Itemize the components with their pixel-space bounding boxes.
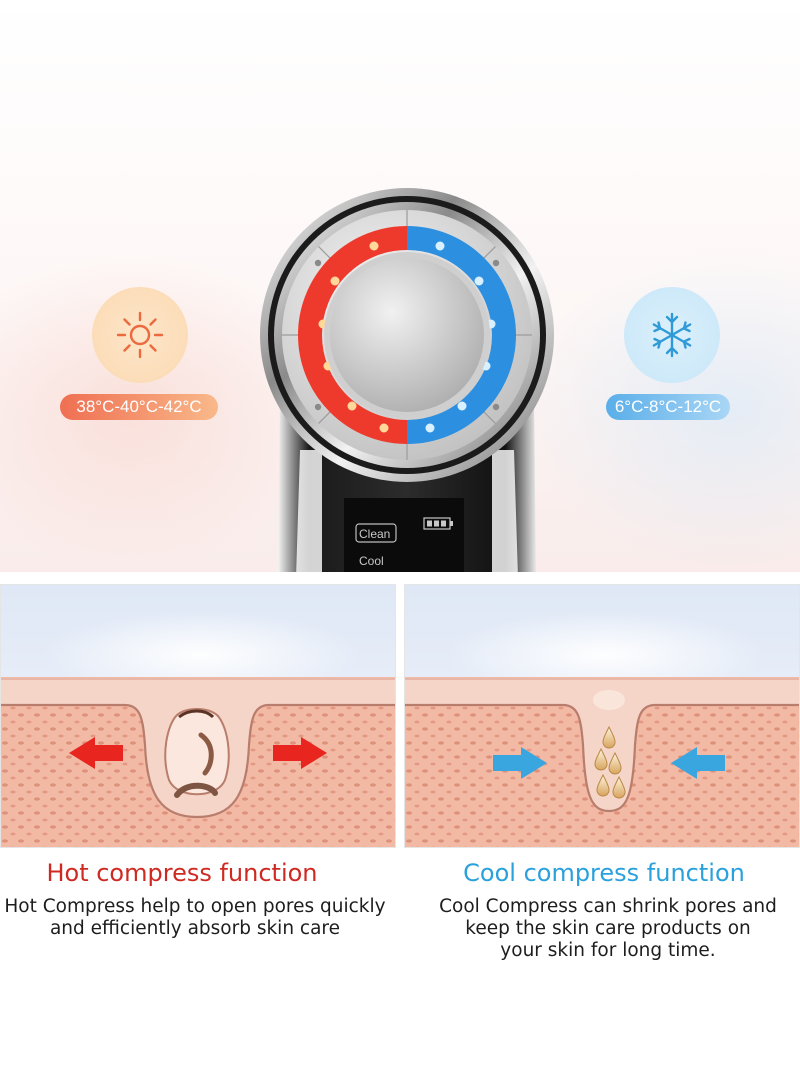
screen-mode-selected: Clean: [359, 527, 390, 541]
cool-temperature-badge: [624, 287, 720, 383]
hot-temperature-badge: [92, 287, 188, 383]
hot-temperature-range: 38°C-40°C-42°C: [60, 394, 218, 420]
description-line: and efficiently absorb skin care: [49, 918, 341, 939]
hero-product-section: 38°C-40°C-42°C 6°C-8°C-12°C: [0, 0, 800, 572]
cool-compress-description: Cool Compress can shrink pores and keep …: [410, 896, 800, 962]
cool-temperature-range: 6°C-8°C-12°C: [606, 394, 730, 420]
screen-mode-next: Cool: [359, 554, 384, 568]
snowflake-icon: [652, 312, 692, 358]
hot-compress-diagram: [0, 584, 396, 848]
battery-icon: [423, 517, 453, 530]
shrink-left-arrow: [493, 747, 547, 779]
expand-right-arrow: [273, 737, 327, 769]
beauty-device: Clean Cool: [260, 188, 554, 572]
description-line: your skin for long time.: [500, 940, 716, 961]
expand-left-arrow: [69, 737, 123, 769]
hot-compress-heading: Hot compress function: [46, 859, 318, 887]
cool-compress-heading: Cool compress function: [463, 859, 745, 887]
hot-compress-description: Hot Compress help to open pores quickly …: [0, 896, 390, 940]
cool-compress-diagram: [404, 584, 800, 848]
skincare-droplets: [594, 725, 626, 799]
shrink-right-arrow: [671, 747, 725, 779]
description-line: Hot Compress help to open pores quickly: [4, 896, 386, 917]
sun-icon: [116, 311, 164, 359]
description-line: keep the skin care products on: [465, 918, 751, 939]
description-line: Cool Compress can shrink pores and: [439, 896, 777, 917]
